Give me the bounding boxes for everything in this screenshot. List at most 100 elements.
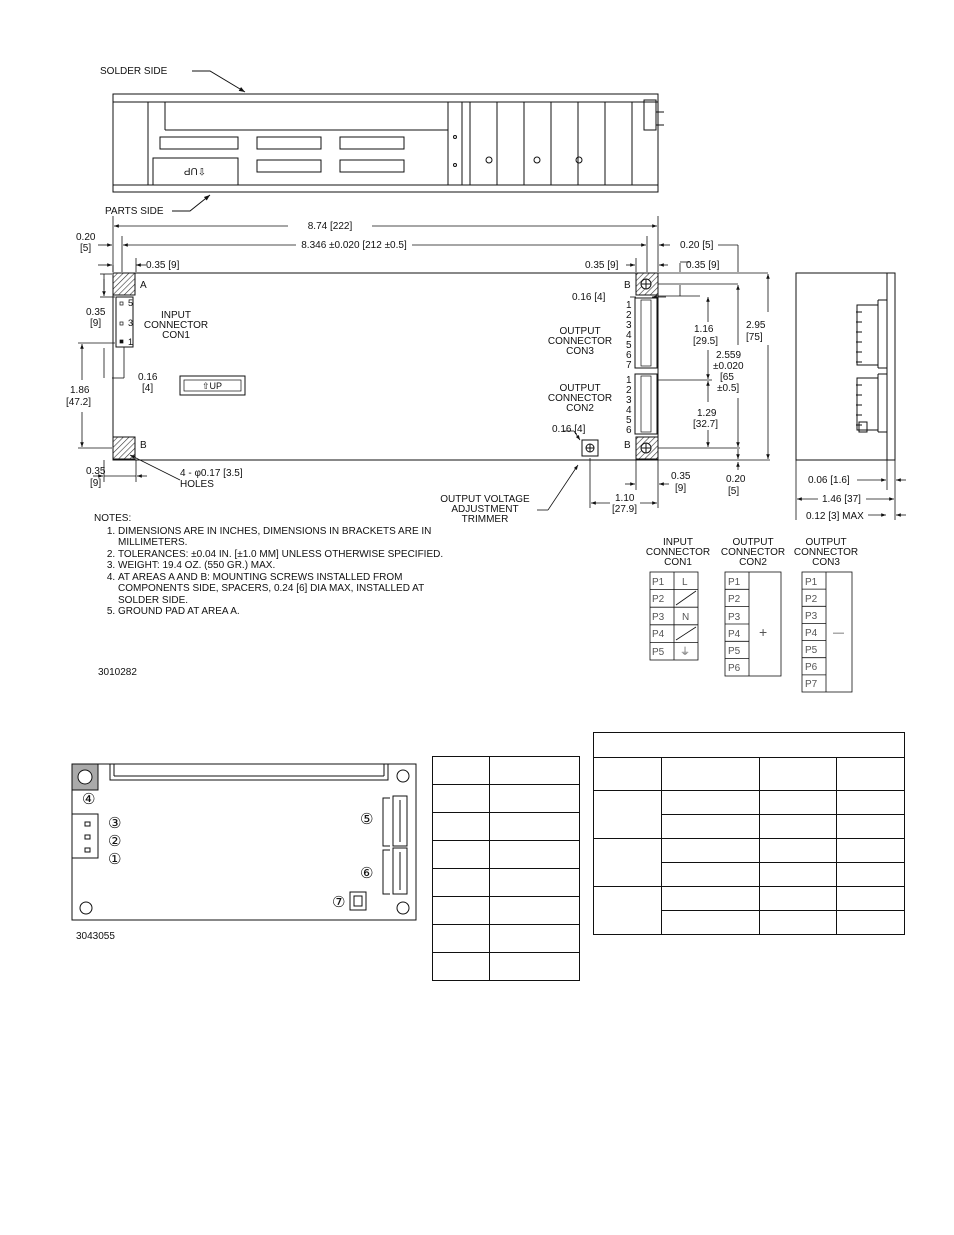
dim-con2-1: 1.29 [697,408,717,419]
table-row [432,840,580,869]
con3-pin-p3: P3 [805,611,818,622]
area-b-label-right-top: B [624,280,631,291]
trimmer-label-3: TRIMMER [462,514,509,525]
notes-list: DIMENSIONS ARE IN INCHES, DIMENSIONS IN … [94,526,444,618]
dim-bottom-margin-1: 0.20 [726,474,746,485]
dim-con1-height-2: [47.2] [66,397,91,408]
notes-title: NOTES: [94,513,132,524]
callout-4: ④ [82,790,95,808]
con1-pin-5: 5 [128,298,133,308]
dim-con1-offset-1: 0.35 [86,307,106,318]
note-2: TOLERANCES: ±0.04 IN. [±1.0 MM] UNLESS O… [118,549,444,561]
notes: NOTES: DIMENSIONS ARE IN INCHES, DIMENSI… [94,513,444,618]
con2-label-3: CON2 [566,403,594,414]
con1-outline [115,296,134,348]
note-3: WEIGHT: 19.4 OZ. (550 GR.) MAX. [118,560,444,572]
dim-con3-1: 1.16 [694,324,714,335]
holes-label-1: 4 - φ0.17 [3.5] [180,468,243,479]
table-row [594,910,905,935]
con3-table-title-1: OUTPUT [805,537,846,548]
end-view [795,272,896,461]
con1-pin-p1: P1 [652,577,665,588]
callout-2: ② [108,832,121,850]
dim-hole-spacing: 8.346 ±0.020 [212 ±0.5] [301,240,407,251]
up-mark-top: ⇧UP [202,381,222,391]
table-header-row [593,732,905,758]
dim-pad-left: 0.35 [9] [146,260,180,271]
dim-bottom-left-2: [9] [90,478,101,489]
con3-table-title-2: CONNECTOR [794,547,858,558]
svg-text:2: 2 [626,310,632,321]
up-mark-side: ⇧UP [184,165,207,176]
component-table [432,756,580,981]
mechanical-drawing: ⇧UP SOLDER SIDE PARTS SIDE 8.74 [222] 8.… [66,66,906,525]
con2-table-title-1: OUTPUT [732,537,773,548]
dim-con1-height-1: 1.86 [70,385,90,396]
holes-label-2: HOLES [180,479,214,490]
con1-pin-3: 3 [128,318,133,328]
dim-left-margin-2: [5] [80,243,91,254]
svg-text:7: 7 [626,360,632,371]
dim-left-margin-1: 0.20 [76,232,96,243]
svg-text:5: 5 [626,415,632,426]
table-row [432,952,580,981]
con1-table-title-1: INPUT [663,537,693,548]
con2-outline [634,373,658,435]
con1-table-title-2: CONNECTOR [646,547,710,558]
con1-func-l: L [682,577,688,588]
dim-con3-gap: 0.16 [4] [572,292,606,303]
table-row [593,790,905,839]
con1-pin-p2: P2 [652,594,665,605]
mounting-pads [112,272,659,460]
con2-func-plus: + [759,624,767,640]
callout-6: ⑥ [360,864,373,882]
dim-trimmer-gap: 0.16 [4] [552,424,586,435]
drawing-number: 3010282 [98,667,137,678]
board-outline [112,272,659,461]
con2-label-2: CONNECTOR [548,393,612,404]
svg-text:3: 3 [626,320,632,331]
callout-1: ① [108,850,121,868]
con3-table-title-3: CON3 [812,557,840,568]
trimmer [581,439,599,457]
table-row [432,784,580,813]
con3-pin-p2: P2 [805,594,818,605]
pin-assignment-diagram: INPUT CONNECTOR CON1 OUTPUT CONNECTOR CO… [646,537,858,693]
con1-pin-p5: P5 [652,647,665,658]
con1-func-n: N [682,612,689,623]
con3-pin-p7: P7 [805,679,818,690]
table-row [432,756,580,785]
up-box [179,375,246,396]
dim-trimmer-offset-1: 1.10 [615,493,635,504]
dim-right-margin: 0.20 [5] [680,240,714,251]
dim-con1-gap-2: [4] [142,383,153,394]
area-b-label-right-bottom: B [624,440,631,451]
dim-bottom-margin-2: [5] [728,486,739,497]
specification-table [593,732,905,935]
con3-pin-p5: P5 [805,645,818,656]
svg-text:1: 1 [626,375,632,386]
con1-pin-1: 1 [128,337,133,347]
con1-label-3: CON1 [162,330,190,341]
con1-pin-p4: P4 [652,629,665,640]
con2-pin-p5: P5 [728,646,741,657]
callout-3: ③ [108,814,121,832]
svg-text:6: 6 [626,425,632,436]
table-row [594,814,905,839]
dim-side-a: 0.06 [1.6] [808,475,850,486]
area-a-label: A [140,280,147,291]
dim-hole-vertical-1: 2.559 [716,350,741,361]
pcb-layout-sketch: ④ ③ ② ① ⑤ ⑥ ⑦ [71,763,417,921]
con3-pin-p4: P4 [805,628,818,639]
con3-label-3: CON3 [566,346,594,357]
con2-pin-numbers: 1 2 3 4 5 6 [626,375,632,436]
dim-width-total-2: [75] [746,332,763,343]
con3-outline [634,297,658,369]
svg-text:3: 3 [626,395,632,406]
trimmer-label-1: OUTPUT VOLTAGE [440,494,530,505]
con2-pin-p4: P4 [728,629,741,640]
con1-pin-p3: P3 [652,612,665,623]
con3-func-minus: — [833,627,844,639]
table-row [594,862,905,887]
svg-text:5: 5 [626,340,632,351]
